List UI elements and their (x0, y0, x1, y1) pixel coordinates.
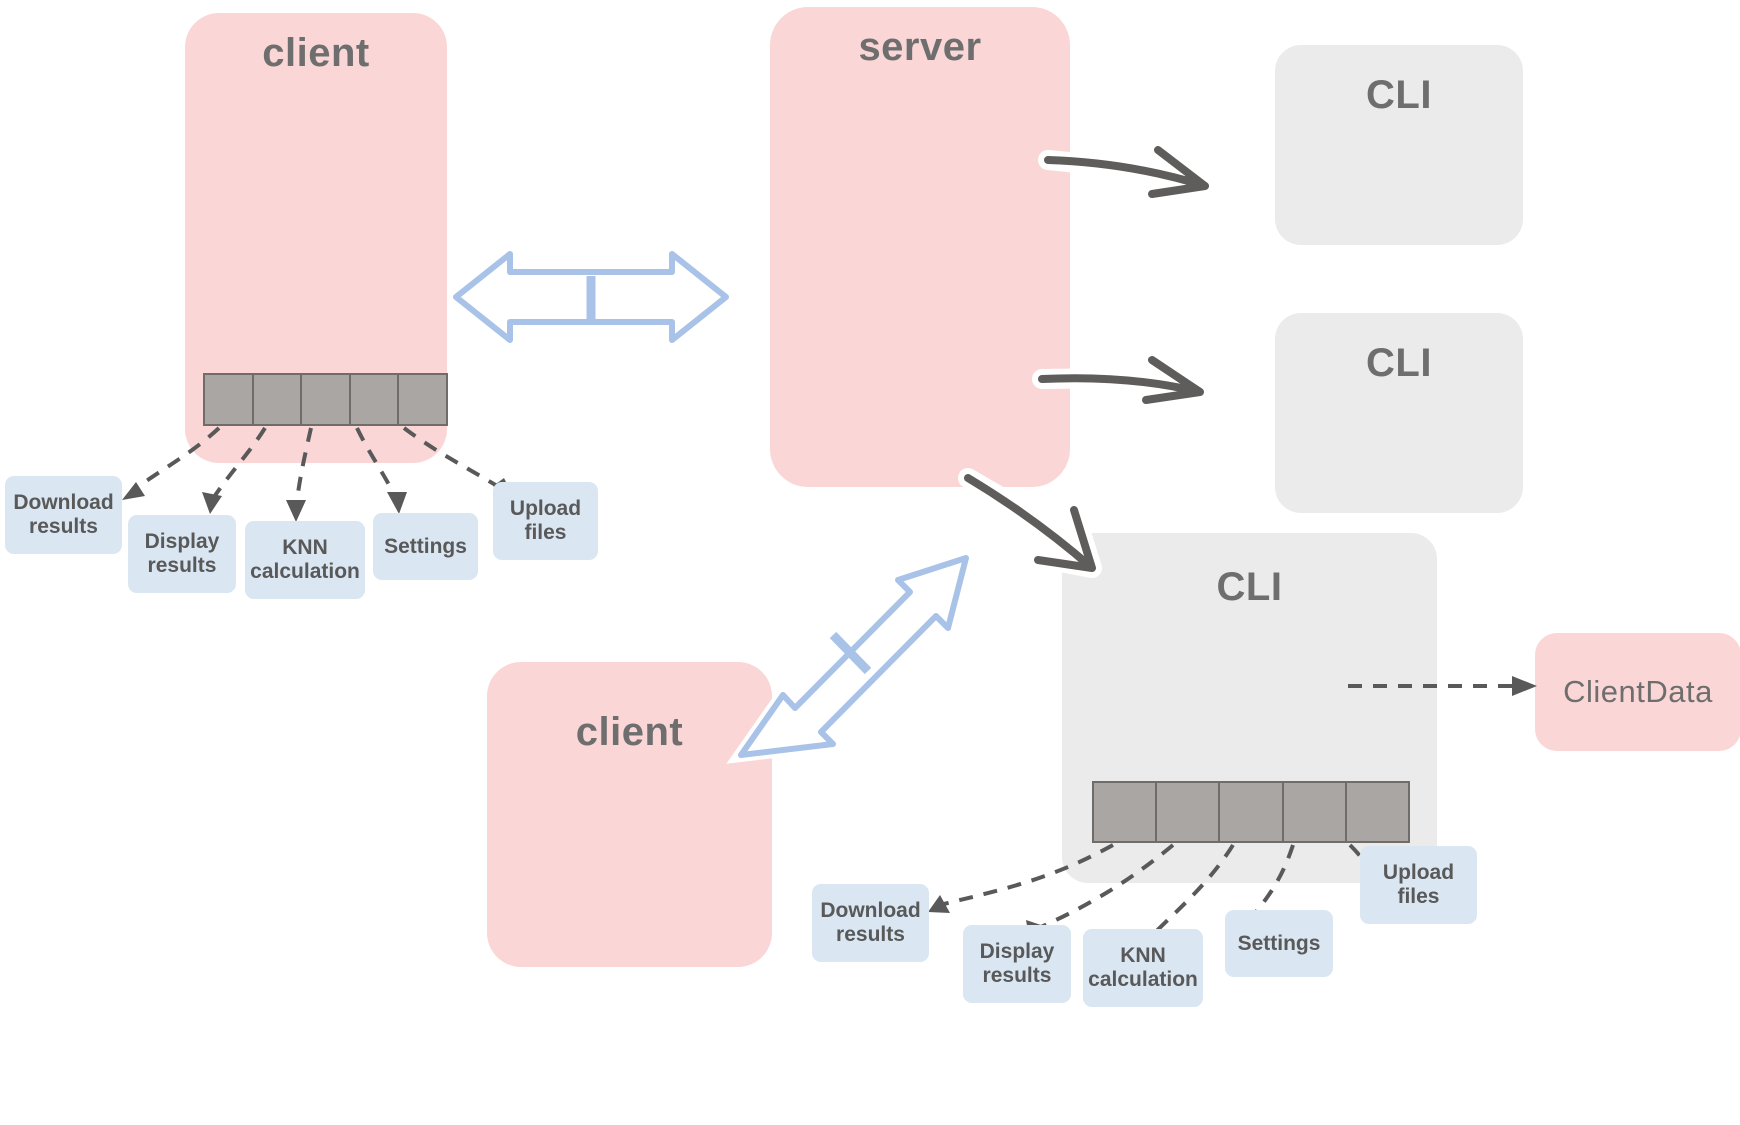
cli-toolbar[interactable] (1092, 781, 1410, 843)
client-toolbar-cell[interactable] (205, 375, 254, 424)
cli-toolbar-cell[interactable] (1157, 783, 1221, 841)
arrow-server-client-bottom (726, 547, 976, 764)
cli-toolbar-cell[interactable] (1347, 783, 1408, 841)
node-cli-1-label: CLI (1366, 73, 1432, 117)
arrow-server-cli-1 (1038, 140, 1215, 202)
chip-client-settings[interactable]: Settings (373, 513, 478, 580)
node-cli-3-label: CLI (1216, 565, 1283, 609)
chip-label: Settings (1237, 931, 1321, 955)
node-cli-2-label: CLI (1366, 341, 1432, 385)
node-client-top-label: client (262, 31, 370, 75)
node-client-data[interactable]: ClientData (1535, 633, 1740, 751)
cli-toolbar-cell[interactable] (1094, 783, 1158, 841)
node-client-bottom[interactable]: client (487, 662, 772, 967)
node-server[interactable]: server (770, 7, 1070, 487)
client-toolbar[interactable] (203, 373, 448, 426)
client-toolbar-cell[interactable] (399, 375, 446, 424)
node-client-bottom-label: client (575, 710, 684, 754)
arrow-client-server (453, 251, 729, 343)
node-cli-2[interactable]: CLI (1275, 313, 1523, 513)
cli-toolbar-cell[interactable] (1284, 783, 1347, 841)
cli-toolbar-cell[interactable] (1220, 783, 1284, 841)
node-client-data-label: ClientData (1563, 674, 1713, 709)
client-toolbar-cell[interactable] (302, 375, 351, 424)
chip-label: Settings (384, 534, 467, 558)
node-server-label: server (858, 25, 982, 69)
node-cli-1[interactable]: CLI (1275, 45, 1523, 245)
client-toolbar-cell[interactable] (254, 375, 303, 424)
chip-cli-settings[interactable]: Settings (1225, 910, 1333, 977)
client-toolbar-cell[interactable] (351, 375, 400, 424)
